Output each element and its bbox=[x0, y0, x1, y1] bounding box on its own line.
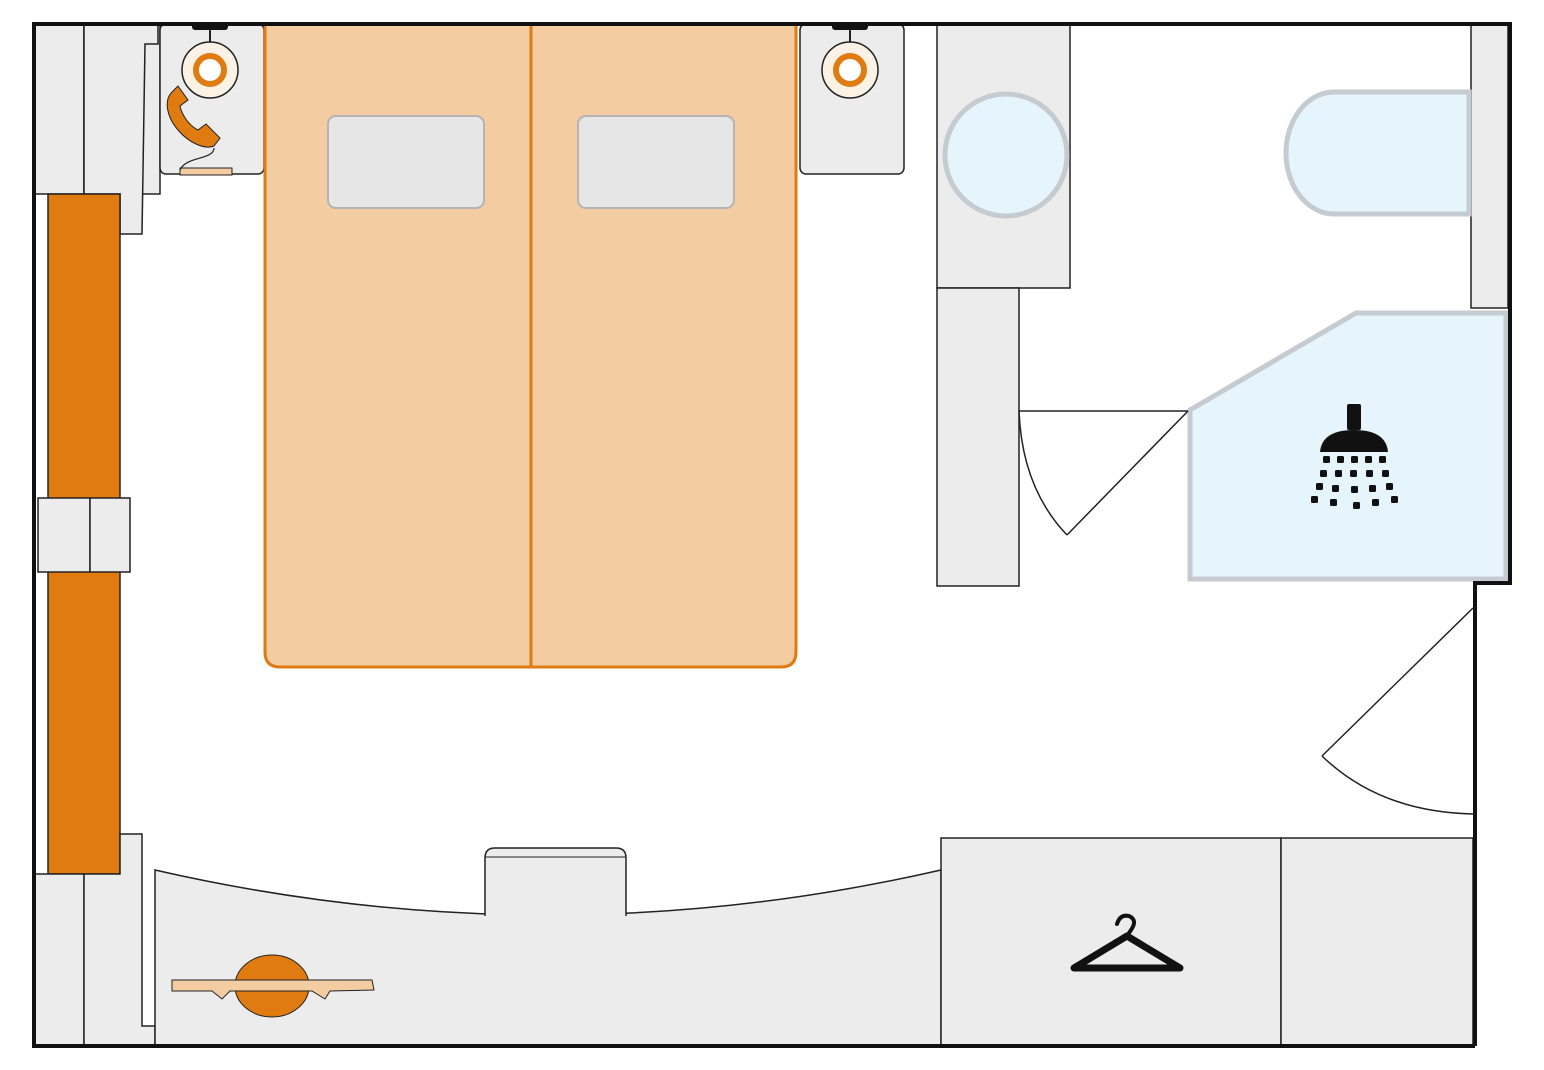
entrance-door bbox=[1321, 607, 1474, 815]
bathroom-wall-cabinet bbox=[936, 287, 1020, 587]
pillow-left bbox=[327, 115, 485, 209]
window-wall bbox=[33, 23, 161, 1047]
window-handle-right bbox=[89, 497, 131, 573]
clothes-hanger-icon bbox=[1070, 913, 1184, 972]
toilet bbox=[1283, 23, 1509, 309]
bathroom-door bbox=[1018, 410, 1189, 536]
window-handle-left bbox=[37, 497, 91, 573]
telephone-icon bbox=[166, 85, 221, 171]
stool-icon bbox=[484, 847, 627, 916]
desk-lamp-icon bbox=[171, 954, 375, 1018]
sink-basin bbox=[942, 91, 1070, 219]
shower-icon bbox=[1311, 404, 1398, 509]
double-bed bbox=[263, 22, 798, 669]
bathroom-sink-counter bbox=[936, 23, 1071, 587]
outer-walls bbox=[32, 22, 1512, 1048]
wardrobe bbox=[940, 837, 1474, 1047]
pillow-right bbox=[577, 115, 735, 209]
